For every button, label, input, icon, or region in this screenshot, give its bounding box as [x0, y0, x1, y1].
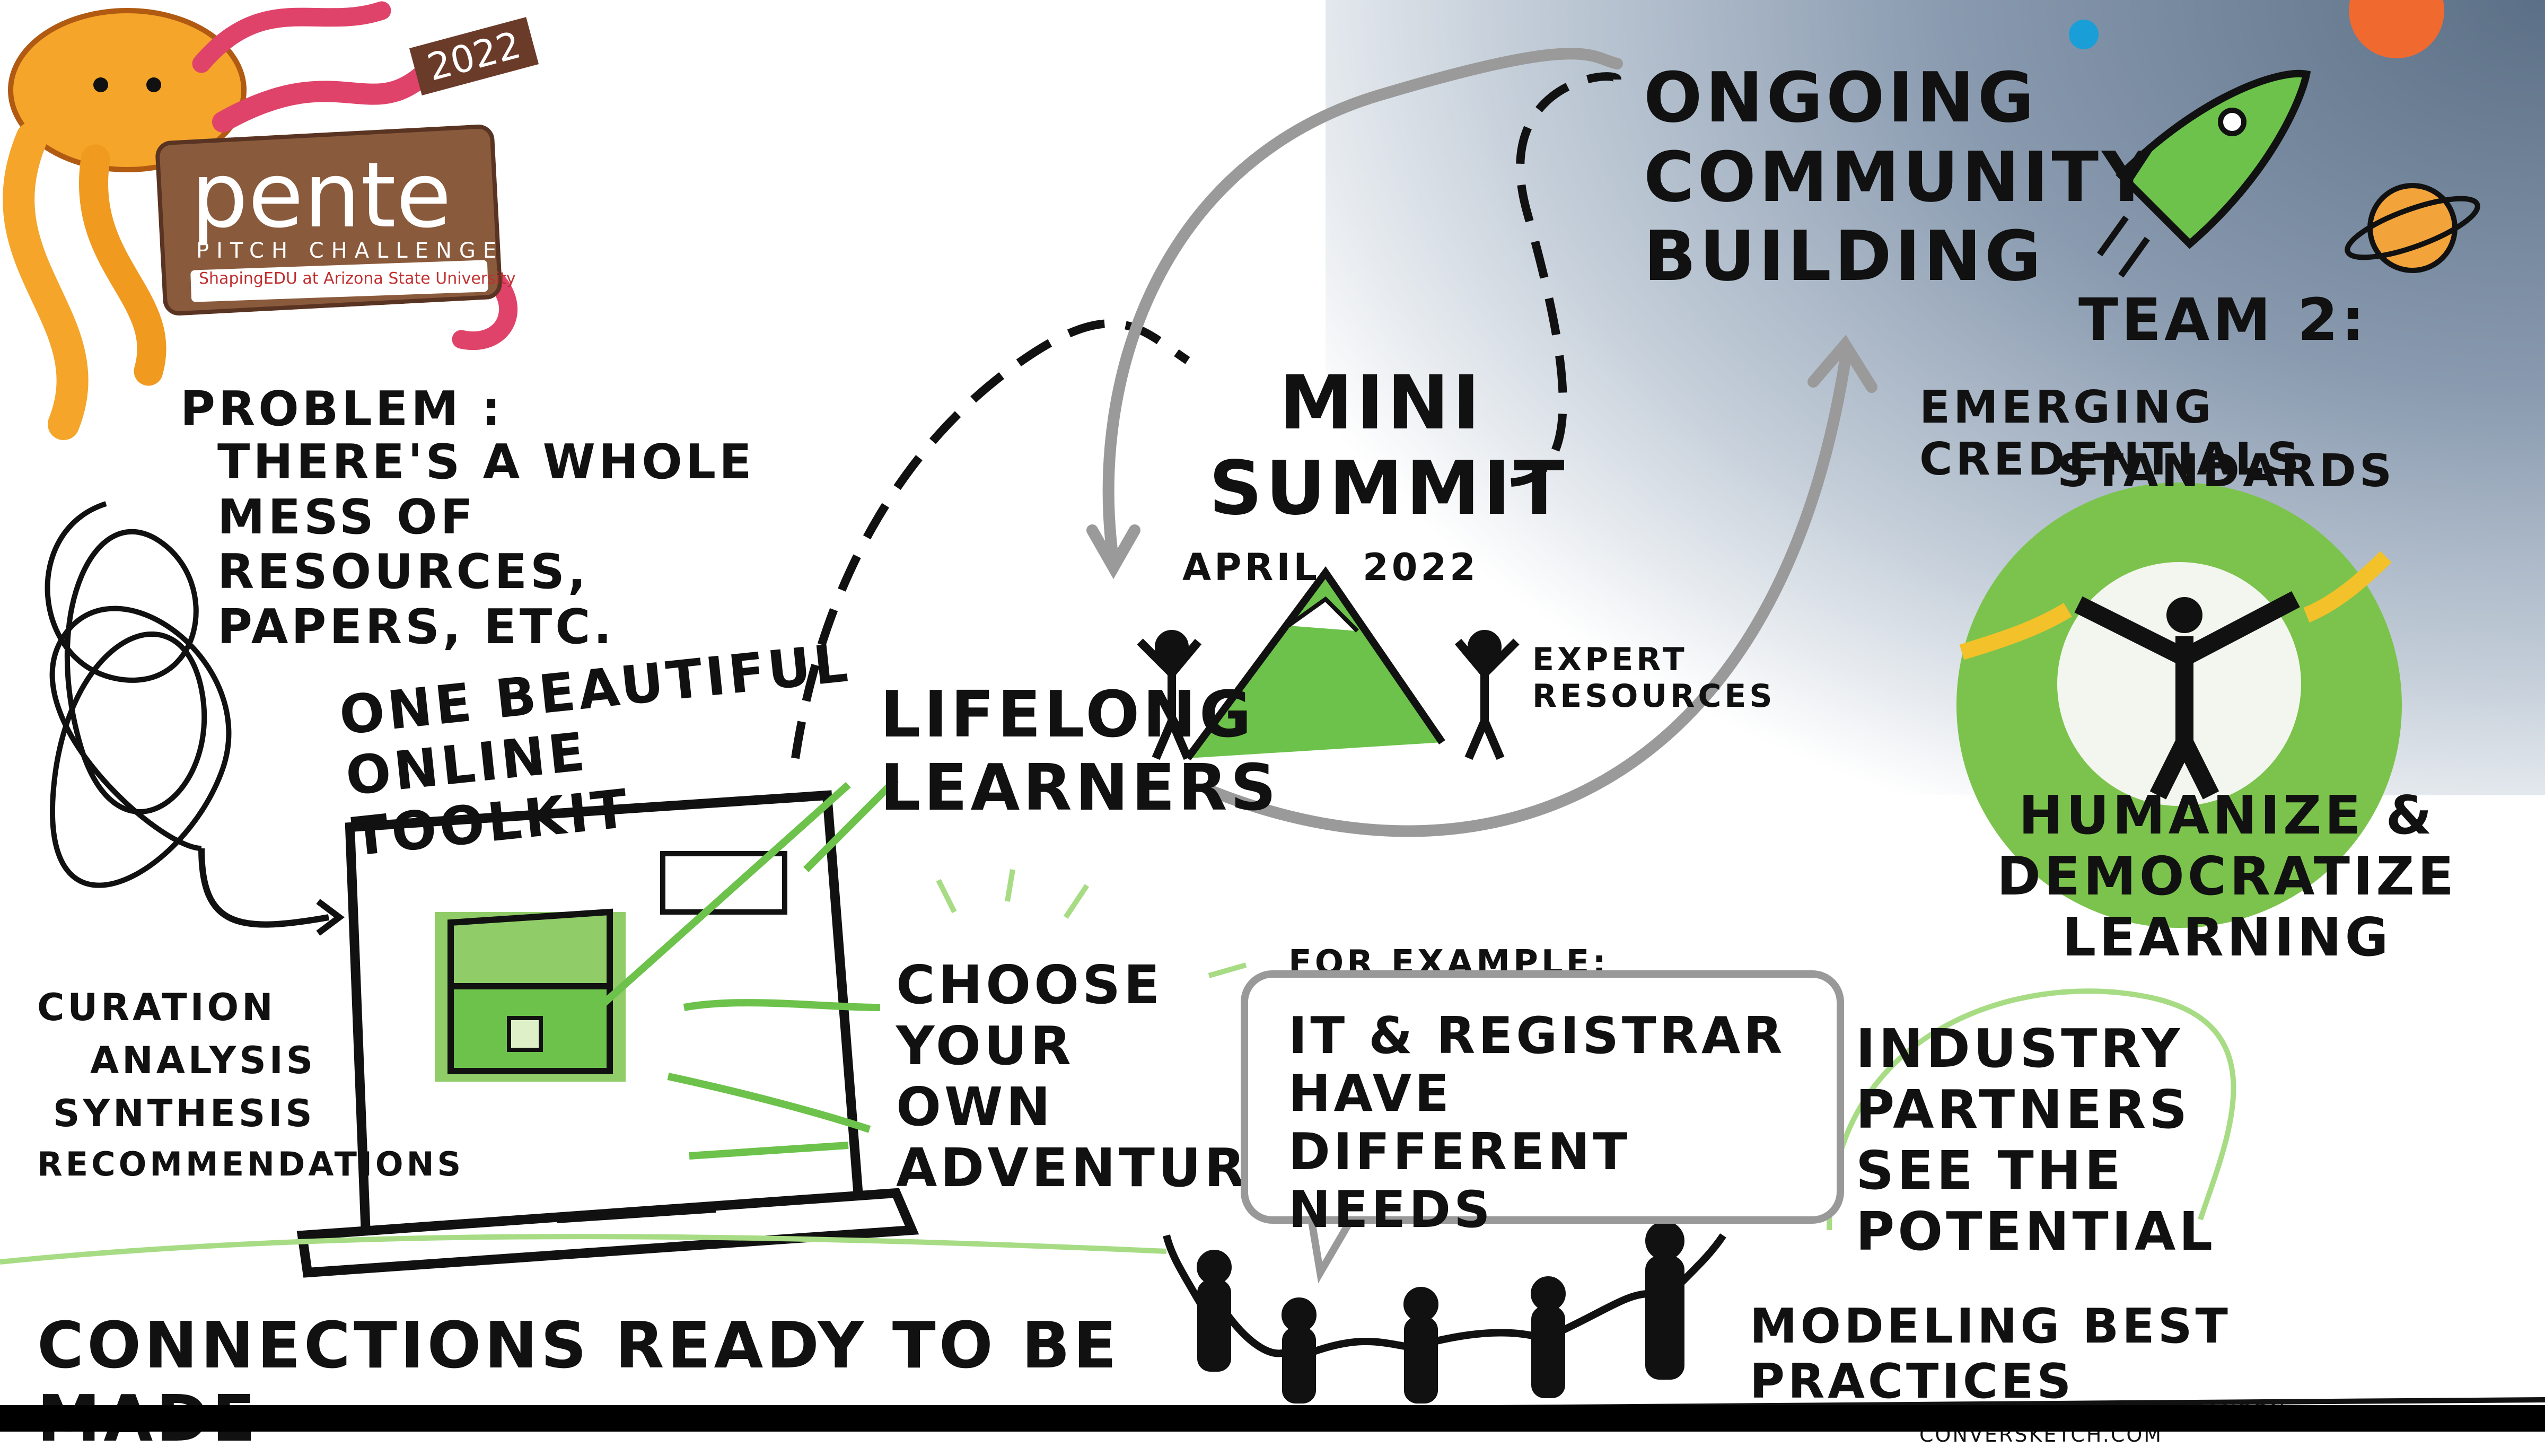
humanize-figure [1956, 483, 2402, 928]
connections-label: CONNECTIONS READY to BE MADE [37, 1309, 1120, 1456]
industry-partners-label: INDUSTRY PARTNERS SEE the POTENTIAL [1856, 1018, 2216, 1262]
example-text: IT & REGISTRAR HAVE DIFFERENT NEEDS [1288, 1007, 1786, 1239]
mountain-icon [1184, 566, 1445, 761]
expert-resources-label: EXPERT RESOURCES [1532, 641, 1776, 715]
logo-subtitle: PITCH CHALLENGE [196, 239, 504, 263]
humanize-label: HUMANIZE & DEMOCRATIZE LEARNING [1996, 784, 2458, 968]
modeling-label: MODELING BEST PRACTICES [1750, 1299, 2231, 1409]
person-icon [1137, 630, 1520, 760]
team-label: TEAM 2: [2078, 286, 2368, 354]
synthesis-label: SYNTHESIS [53, 1092, 315, 1135]
callout-tail [1306, 1207, 1361, 1284]
gray-loop-arrows [1086, 48, 1877, 837]
scribble-mess-icon [45, 501, 345, 936]
team-topic-2: STANDARDS [2057, 445, 2395, 497]
rocket-icon [2097, 69, 2311, 278]
problem-heading: PROBLEM : [180, 381, 504, 437]
sun-icon [2349, 0, 2444, 58]
problem-text: THERE'S A WHOLE MESS of RESOURCES, PAPER… [217, 434, 755, 655]
summit-month: APRIL [1182, 546, 1321, 589]
industry-swirl [1827, 988, 2236, 1231]
logo-org: ShapingEDU at Arizona State University [199, 269, 516, 288]
sparkle-lines [936, 869, 1247, 978]
treasure-chest-icon [435, 908, 626, 1082]
curation-label: CURATION [37, 986, 276, 1029]
recommendations-label: RECOMMENDATIONS [37, 1145, 464, 1183]
arrows-green [596, 777, 899, 1160]
summit-title: MINI SUMMIT [1209, 360, 1568, 532]
footer-bar [0, 1405, 2545, 1432]
summit-year: 2022 [1363, 546, 1479, 589]
star-icon [2069, 20, 2099, 49]
crowd-icon [1163, 1221, 1726, 1404]
ground-line [0, 1234, 1167, 1265]
dashed-path-right [1511, 72, 1621, 487]
team-topic: EMERGING CREDENTIALS [1919, 381, 2303, 486]
example-callout [1241, 970, 1844, 1224]
planet-icon [2345, 183, 2480, 273]
logo-title: pente [191, 143, 452, 248]
ongoing-community-label: ONGOING COMMUNITY BUILDING [1644, 57, 2155, 296]
choose-adventure-label: CHOOSE YOUR OWN ADVENTURE [896, 954, 1288, 1199]
analysis-label: ANALYSIS [90, 1039, 317, 1082]
lifelong-learners-label: LIFELONG LEARNERS [880, 678, 1279, 825]
